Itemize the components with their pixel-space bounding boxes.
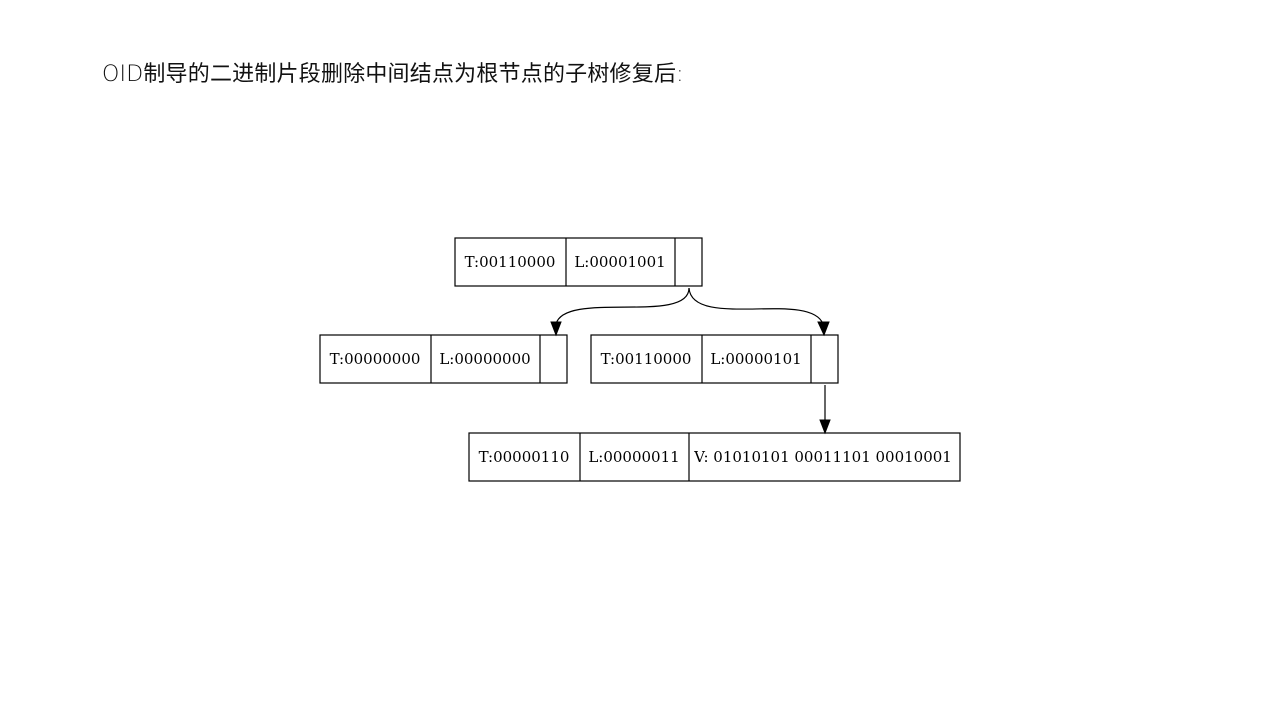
node-outline [454,237,703,287]
node-outline [590,334,839,384]
length-field: L:00001001 [574,253,665,271]
tree-node-leaf: T:00000110 L:00000011 V: 01010101 000111… [468,432,961,482]
edge-line [688,287,824,325]
slide-title: OID制导的二进制片段删除中间结点为根节点的子树修复后: [102,62,684,87]
arrowhead [817,321,830,337]
tag-field: T:00110000 [465,253,556,271]
tree-node-left-child: T:00000000 L:00000000 [319,334,568,384]
node-outline [319,334,568,384]
tree-node-right-child: T:00110000 L:00000101 [590,334,839,384]
value-field: V: 01010101 00011101 00010001 [693,448,952,466]
length-field: L:00000101 [710,350,801,368]
edge-line [555,287,690,325]
length-field: L:00000000 [439,350,530,368]
length-field: L:00000011 [588,448,679,466]
tag-field: T:00000000 [330,350,421,368]
arrowhead [550,321,562,337]
node-outline [468,432,961,482]
edge-right-child-to-leaf [819,385,831,435]
arrowhead [819,419,831,435]
tag-field: T:00000110 [479,448,570,466]
edge-root-to-left-child [550,287,690,337]
edge-root-to-right-child [688,287,830,337]
tree-node-root: T:00110000 L:00001001 [454,237,703,287]
tag-field: T:00110000 [601,350,692,368]
